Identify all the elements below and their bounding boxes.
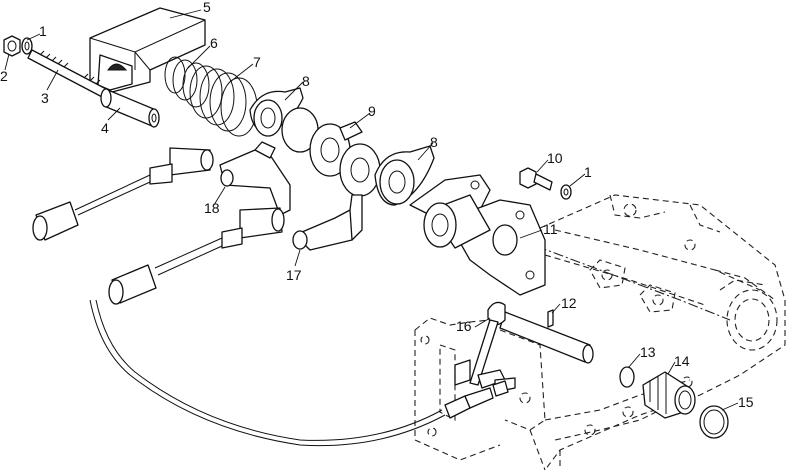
o-ring-part-13 bbox=[619, 366, 635, 388]
nut-part-2 bbox=[3, 35, 21, 57]
lower-cable-rod bbox=[108, 207, 285, 305]
pin-part-12 bbox=[547, 309, 554, 328]
shaft-part-12 bbox=[499, 311, 594, 364]
washer-part-1-right bbox=[560, 184, 572, 200]
mount-housing-part-11 bbox=[409, 174, 546, 296]
cam-assembly-part-9 bbox=[281, 107, 381, 197]
o-ring-part-15 bbox=[699, 405, 729, 439]
callout-8-lower: 8 bbox=[430, 134, 438, 150]
callout-12: 12 bbox=[561, 295, 577, 311]
callout-18: 18 bbox=[204, 200, 220, 216]
callout-3: 3 bbox=[41, 90, 49, 106]
fitting-part-14 bbox=[642, 371, 696, 419]
callout-5: 5 bbox=[203, 0, 211, 15]
callout-14: 14 bbox=[674, 353, 690, 369]
leader-lines bbox=[4, 9, 739, 411]
callout-2: 2 bbox=[0, 68, 8, 84]
lever-part-18 bbox=[219, 141, 291, 216]
bolt-part-10 bbox=[519, 167, 553, 191]
spring-part-7 bbox=[189, 65, 258, 137]
callout-labels: 1 2 3 4 5 6 7 8 9 8 10 1 11 12 13 14 15 … bbox=[0, 0, 754, 410]
callout-9: 9 bbox=[368, 103, 376, 119]
callout-8-upper: 8 bbox=[302, 73, 310, 89]
callout-11: 11 bbox=[543, 221, 558, 237]
callout-10: 10 bbox=[547, 150, 563, 166]
callout-1-left: 1 bbox=[39, 23, 47, 39]
lever-part-17 bbox=[292, 194, 363, 251]
bracket-part-5 bbox=[89, 7, 206, 93]
callout-4: 4 bbox=[101, 120, 109, 136]
lever-part-16 bbox=[454, 301, 516, 393]
cam-plate-part-8-lower bbox=[374, 145, 435, 206]
cam-plate-part-8-upper bbox=[249, 87, 304, 137]
callout-1-right: 1 bbox=[584, 164, 592, 180]
callout-16: 16 bbox=[456, 318, 472, 334]
upper-cable-rod bbox=[32, 147, 214, 241]
callout-6: 6 bbox=[210, 35, 218, 51]
spring-part-6 bbox=[164, 56, 210, 108]
callout-7: 7 bbox=[253, 54, 261, 70]
washer-part-1 bbox=[21, 37, 33, 55]
callout-13: 13 bbox=[640, 344, 656, 360]
callout-15: 15 bbox=[738, 394, 754, 410]
sleeve-part-4 bbox=[100, 88, 160, 128]
callout-17: 17 bbox=[286, 267, 302, 283]
control-cable bbox=[89, 299, 509, 447]
